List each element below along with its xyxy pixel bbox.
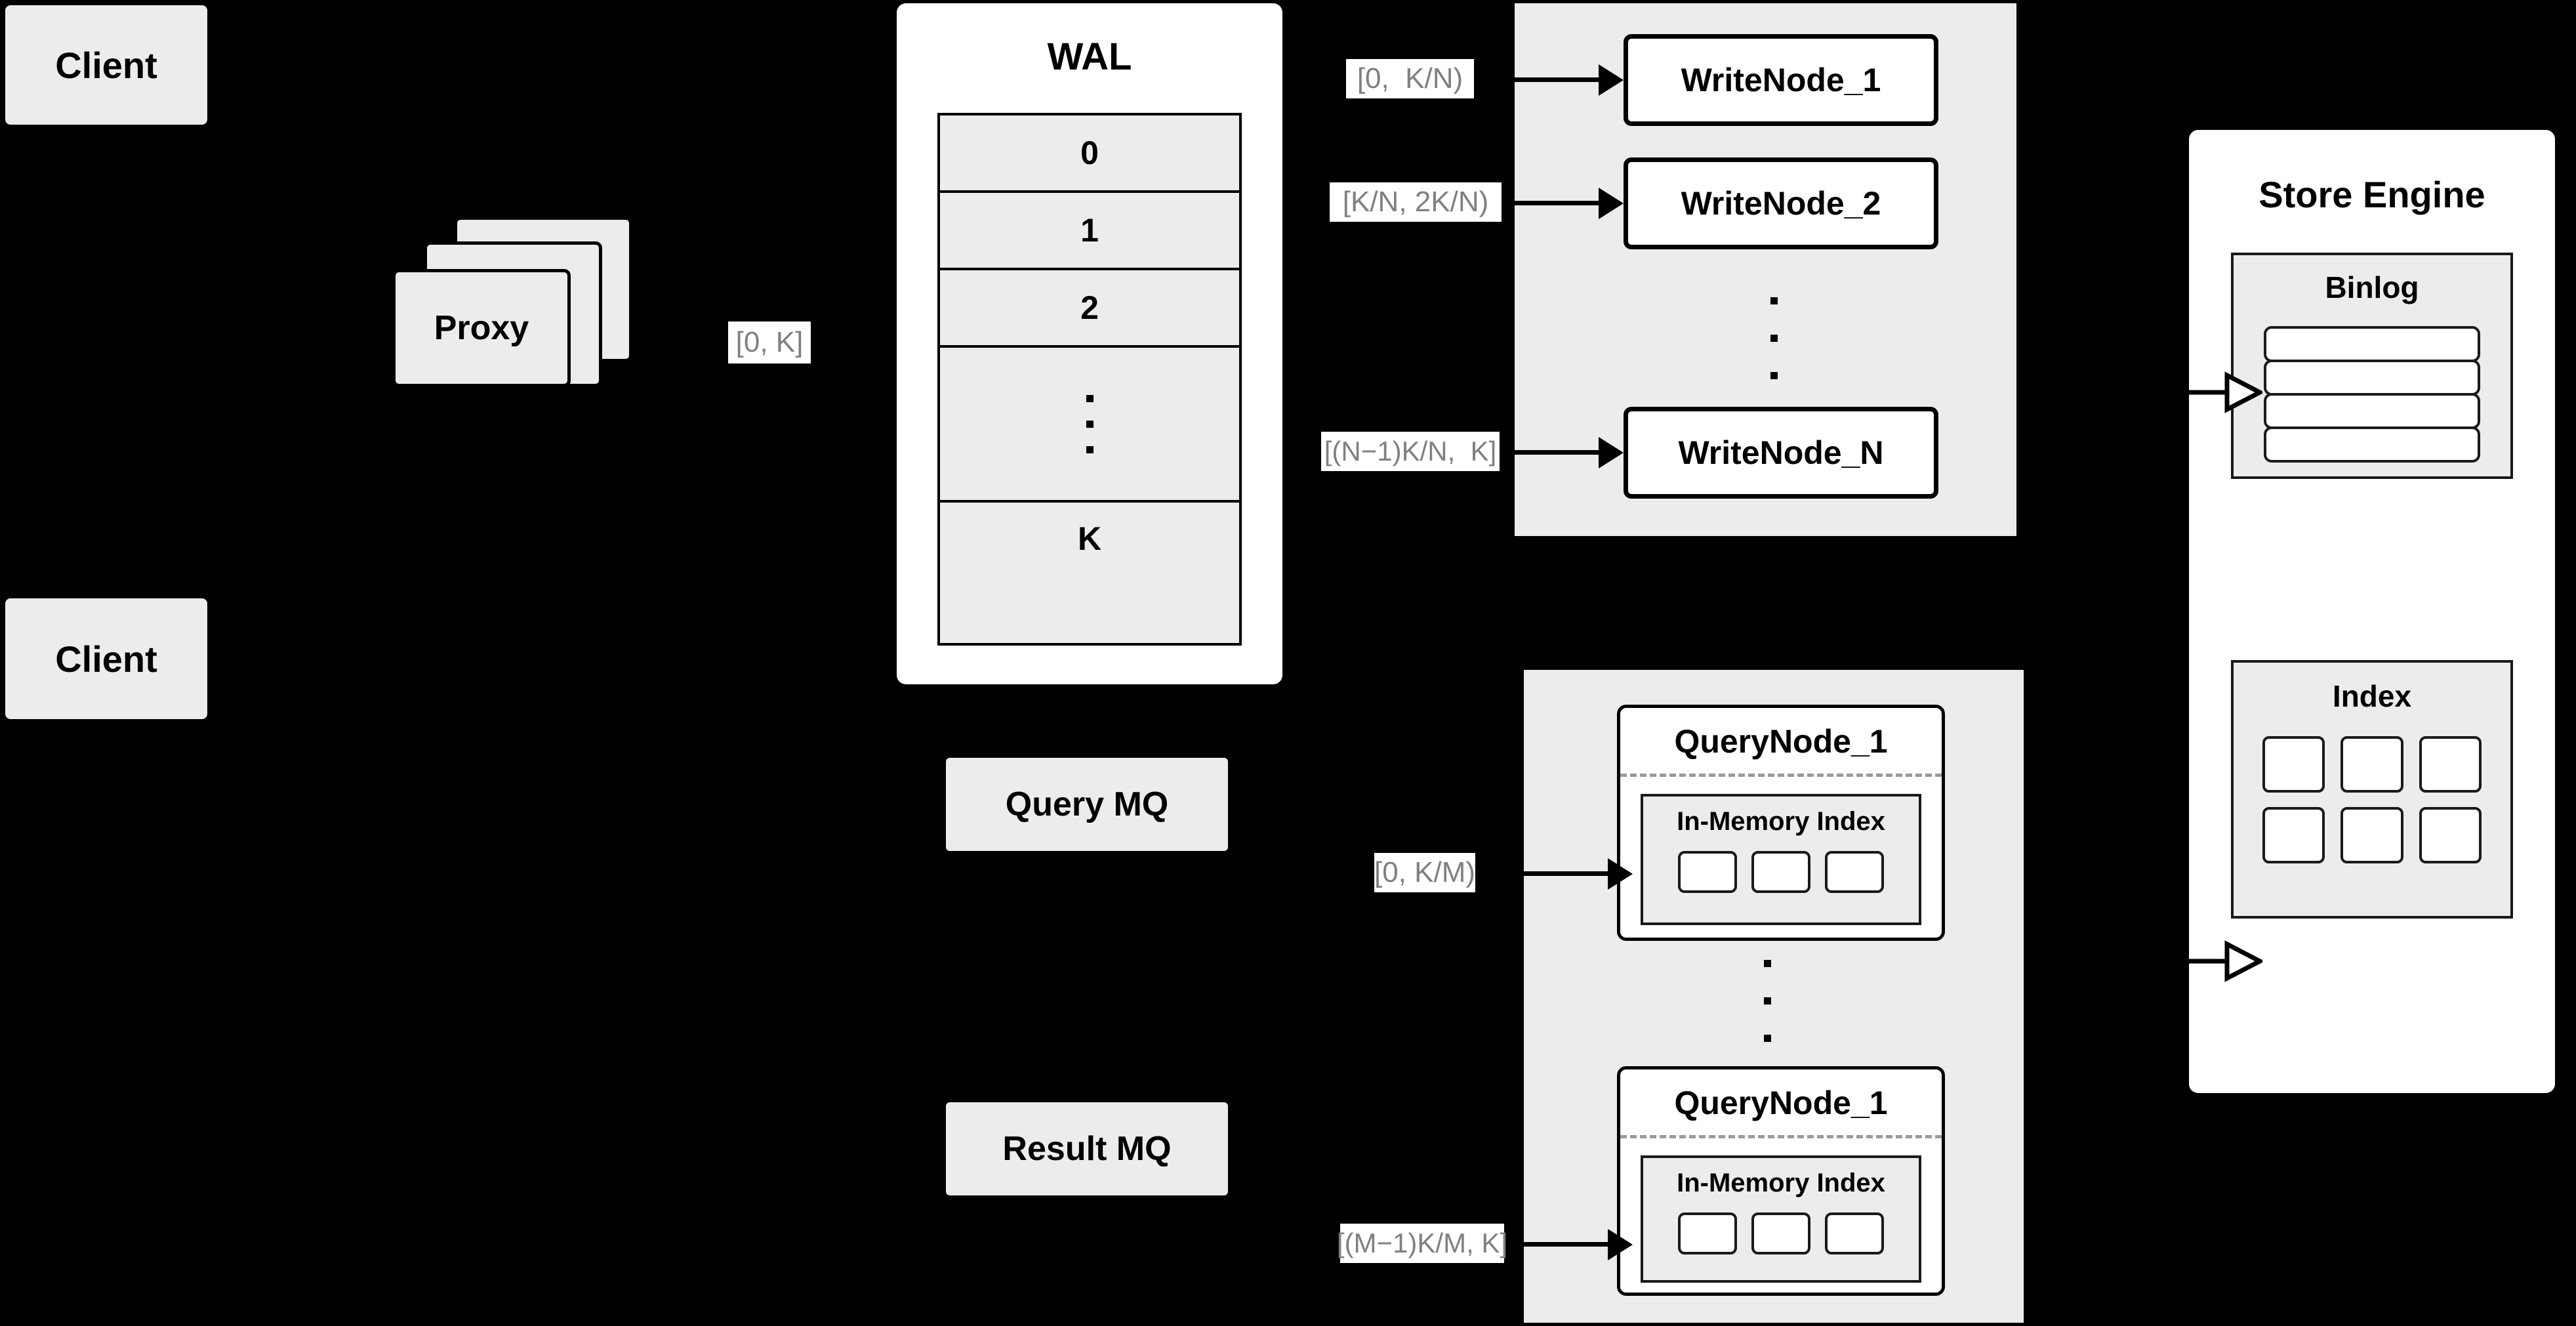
arrow-head-write-node-2 — [1599, 188, 1624, 219]
proxy-card-front[interactable]: Proxy — [392, 269, 571, 387]
wal-vertical-ellipsis-icon — [1086, 386, 1094, 463]
index-cells — [2262, 736, 2482, 863]
wal-row-1: 1 — [940, 193, 1239, 270]
query-node-1-index-segments — [1643, 851, 1919, 893]
query-cluster-vertical-ellipsis-icon — [1761, 935, 1774, 1066]
arrow-hollow-to-index — [2189, 940, 2262, 983]
edge-label-write-node-1-text: [0, K/N) — [1357, 62, 1463, 94]
result-mq-node[interactable]: Result MQ — [946, 1102, 1228, 1195]
query-node-2-separator — [1620, 1135, 1942, 1138]
write-node-2[interactable]: WriteNode_2 — [1624, 157, 1938, 249]
query-node-2-in-memory-index: In-Memory Index — [1641, 1155, 1921, 1283]
binlog-row[interactable] — [2264, 393, 2480, 429]
write-node-n-label: WriteNode_N — [1678, 434, 1884, 471]
write-node-1-label: WriteNode_1 — [1681, 62, 1881, 98]
arrow-line-write-node-1 — [1515, 77, 1599, 82]
client-node-2-label: Client — [55, 638, 157, 680]
index-cell[interactable] — [2262, 807, 2325, 863]
arrow-hollow-to-binlog — [2189, 371, 2262, 414]
index-segment[interactable] — [1751, 1212, 1810, 1254]
write-cluster-vertical-ellipsis-icon — [1767, 272, 1780, 404]
wal-title: WAL — [1047, 35, 1132, 78]
wal-row-k-value: K — [1077, 520, 1102, 557]
edge-label-proxy-to-wal: [0, K] — [728, 321, 811, 363]
result-mq-label: Result MQ — [1002, 1130, 1172, 1168]
proxy-stack[interactable]: Proxy — [380, 217, 669, 426]
client-node-1-label: Client — [55, 44, 157, 86]
query-node-2-in-memory-index-title: In-Memory Index — [1677, 1169, 1885, 1197]
index-segment[interactable] — [1825, 851, 1884, 893]
wal-row-1-value: 1 — [1080, 212, 1099, 249]
client-node-1[interactable]: Client — [5, 5, 207, 125]
index-segment[interactable] — [1751, 851, 1810, 893]
index-cell[interactable] — [2419, 736, 2482, 793]
store-engine-title: Store Engine — [2259, 174, 2485, 215]
query-node-1[interactable]: QueryNode_1 In-Memory Index — [1617, 705, 1945, 941]
arrow-line-query-node-2 — [1524, 1242, 1608, 1247]
binlog-title: Binlog — [2325, 270, 2419, 304]
query-mq-node[interactable]: Query MQ — [946, 758, 1228, 851]
edge-label-query-node-1: [0, K/M) — [1374, 853, 1475, 892]
wal-table: 0 1 2 K — [937, 113, 1242, 646]
store-engine-panel: Store Engine Binlog Index — [2189, 130, 2555, 1093]
write-node-2-label: WriteNode_2 — [1681, 185, 1881, 222]
wal-row-2: 2 — [940, 270, 1239, 348]
query-node-2-label: QueryNode_1 — [1674, 1085, 1888, 1121]
query-mq-label: Query MQ — [1005, 785, 1169, 823]
index-cell[interactable] — [2341, 807, 2403, 863]
index-cell[interactable] — [2341, 736, 2403, 793]
write-node-n[interactable]: WriteNode_N — [1624, 407, 1938, 499]
binlog-row[interactable] — [2264, 426, 2480, 463]
index-cell[interactable] — [2419, 807, 2482, 863]
arrow-line-write-node-2 — [1515, 201, 1599, 205]
wal-row-0-value: 0 — [1080, 135, 1099, 171]
query-node-2-index-segments — [1643, 1212, 1919, 1254]
edge-label-proxy-to-wal-text: [0, K] — [735, 326, 804, 358]
edge-label-query-node-2-text: [(M−1)K/M, K] — [1336, 1228, 1508, 1258]
client-node-2[interactable]: Client — [5, 598, 207, 719]
query-node-2[interactable]: QueryNode_1 In-Memory Index — [1617, 1066, 1945, 1296]
edge-label-write-node-2-text: [K/N, 2K/N) — [1342, 186, 1489, 218]
edge-label-write-node-n: [(N−1)K/N, K] — [1321, 432, 1500, 471]
binlog-row[interactable] — [2264, 326, 2480, 362]
wal-row-0: 0 — [940, 115, 1239, 193]
index-title: Index — [2332, 679, 2412, 713]
index-segment[interactable] — [1678, 1212, 1737, 1254]
edge-label-write-node-n-text: [(N−1)K/N, K] — [1324, 436, 1497, 466]
arrow-head-write-node-n — [1599, 437, 1624, 468]
wal-panel: WAL 0 1 2 K — [897, 3, 1282, 684]
wal-row-ellipsis — [940, 348, 1239, 503]
index-segment[interactable] — [1678, 851, 1737, 893]
write-node-1[interactable]: WriteNode_1 — [1624, 34, 1938, 126]
wal-row-2-value: 2 — [1080, 289, 1099, 326]
edge-label-write-node-2: [K/N, 2K/N) — [1330, 182, 1502, 222]
arrow-line-write-node-n — [1515, 450, 1599, 455]
query-node-1-label: QueryNode_1 — [1674, 723, 1888, 760]
query-node-1-separator — [1620, 774, 1942, 777]
arrow-head-query-node-2 — [1608, 1229, 1633, 1260]
wal-row-k: K — [940, 503, 1239, 575]
index-box: Index — [2231, 660, 2513, 919]
index-cell[interactable] — [2262, 736, 2325, 793]
edge-label-query-node-1-text: [0, K/M) — [1374, 856, 1476, 888]
arrow-line-query-node-1 — [1524, 871, 1608, 876]
proxy-label: Proxy — [434, 309, 529, 347]
index-segment[interactable] — [1825, 1212, 1884, 1254]
binlog-row[interactable] — [2264, 360, 2480, 396]
query-node-1-in-memory-index: In-Memory Index — [1641, 794, 1921, 925]
query-node-1-in-memory-index-title: In-Memory Index — [1677, 807, 1885, 836]
edge-label-write-node-1: [0, K/N) — [1346, 59, 1474, 98]
binlog-box: Binlog — [2231, 253, 2513, 479]
binlog-rows — [2264, 326, 2480, 463]
edge-label-query-node-2: [(M−1)K/M, K] — [1336, 1224, 1508, 1263]
arrow-head-query-node-1 — [1608, 858, 1633, 890]
arrow-head-write-node-1 — [1599, 64, 1624, 96]
